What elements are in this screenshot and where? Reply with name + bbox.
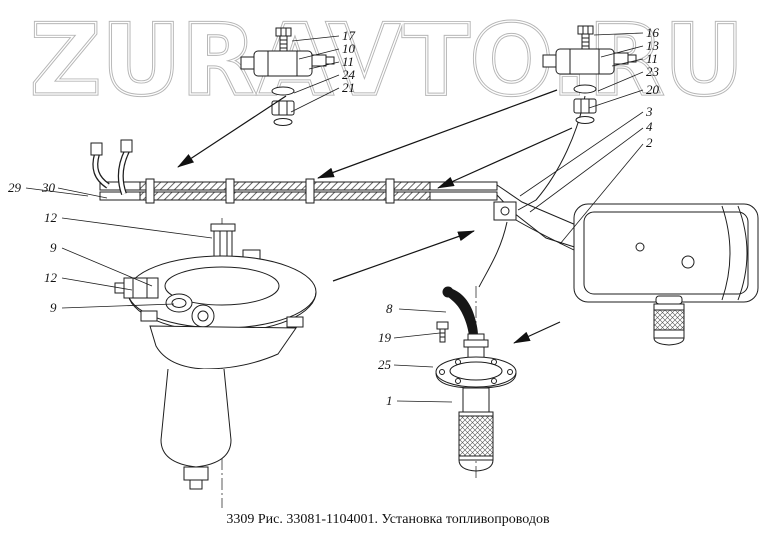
watermark-text-inner: ZURAVTO.RU — [30, 4, 744, 118]
callout-19: 19 — [378, 330, 392, 345]
leader-lines — [25, 32, 644, 403]
callout-16: 16 — [646, 25, 660, 40]
hand-fuel-pump — [435, 286, 517, 480]
pipe-end-hoses — [90, 139, 133, 196]
callout-1: 1 — [386, 393, 393, 408]
callout-13: 13 — [646, 38, 660, 53]
fuel-filter — [114, 218, 317, 508]
callout-9-top: 9 — [50, 240, 57, 255]
pump-handle-lever — [445, 288, 478, 336]
callout-11-left: 11 — [342, 54, 354, 69]
banjo-fitting-right — [542, 25, 637, 124]
placement-arrows — [177, 89, 573, 344]
callout-30: 30 — [41, 180, 56, 195]
callout-24: 24 — [342, 67, 356, 82]
callout-8: 8 — [386, 301, 393, 316]
callout-9-bottom: 9 — [50, 300, 57, 315]
callout-20: 20 — [646, 82, 660, 97]
callout-10: 10 — [342, 41, 356, 56]
banjo-fitting-left — [240, 27, 335, 126]
callout-4: 4 — [646, 119, 653, 134]
callout-17: 17 — [342, 28, 356, 43]
callout-2: 2 — [646, 135, 653, 150]
callout-29: 29 — [8, 180, 22, 195]
callout-11-right: 11 — [646, 51, 658, 66]
watermark: ZURAVTO.RU ZURAVTO.RU — [28, 2, 745, 119]
callout-3: 3 — [645, 104, 653, 119]
callout-12-top: 12 — [44, 210, 58, 225]
callout-23: 23 — [646, 64, 660, 79]
callout-21: 21 — [342, 80, 355, 95]
fuel-lines — [99, 178, 498, 204]
figure-caption: 3309 Рис. 33081-1104001. Установка топли… — [226, 512, 550, 527]
tank-sleeve — [653, 295, 685, 346]
callout-labels: 17 10 11 24 21 16 13 11 23 20 3 4 2 29 3… — [8, 25, 660, 408]
callout-25: 25 — [378, 357, 392, 372]
fuel-tank — [573, 203, 759, 303]
callout-12-bottom: 12 — [44, 270, 58, 285]
